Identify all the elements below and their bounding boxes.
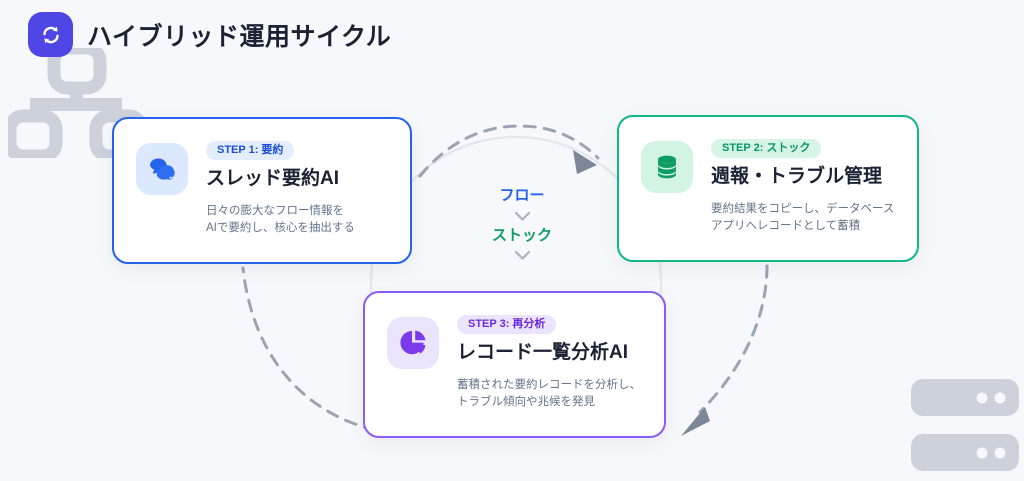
center-label-stock: ストック (491, 226, 552, 244)
page-header: ハイブリッド運用サイクル (28, 12, 391, 57)
pie-chart-icon (400, 330, 426, 355)
card-body: STEP 1: 要約 スレッド要約AI 日々の膨大なフロー情報を AIで要約し、… (206, 141, 355, 236)
card-description: 蓄積された要約レコードを分析し、 トラブル傾向や兆候を発見 (457, 378, 641, 408)
card-title: 週報・トラブル管理 (711, 166, 883, 188)
card-title: レコード一覧分析AI (457, 342, 629, 364)
arrowhead-flow-to-stock (573, 150, 597, 174)
arrow-flow-to-stock (418, 124, 600, 178)
chevron-down-icon-secondary (514, 250, 531, 261)
card-icon-tile (136, 143, 188, 195)
card-step-2-stock[interactable]: STEP 2: ストック 週報・トラブル管理 要約結果をコピーし、データベース … (617, 115, 919, 262)
card-description: 要約結果をコピーし、データベース アプリへレコードとして蓄積 (711, 202, 895, 232)
card-step-1-flow[interactable]: STEP 1: 要約 スレッド要約AI 日々の膨大なフロー情報を AIで要約し、… (112, 117, 412, 264)
card-title: スレッド要約AI (206, 168, 340, 190)
center-flow-stock-labels: フロー ストック (462, 187, 582, 265)
database-icon (658, 155, 676, 179)
header-icon-badge (28, 12, 73, 57)
arrow-analyze-to-flow (241, 266, 377, 432)
card-body: STEP 3: 再分析 レコード一覧分析AI 蓄積された要約レコードを分析し、 … (457, 315, 641, 410)
refresh-sync-icon (42, 26, 59, 43)
card-icon-tile (387, 317, 439, 369)
card-step-3-analyze[interactable]: STEP 3: 再分析 レコード一覧分析AI 蓄積された要約レコードを分析し、 … (363, 291, 666, 438)
chat-bubbles-icon (150, 158, 175, 180)
status-badge: STEP 3: 再分析 (457, 315, 557, 335)
chevron-down-icon (514, 211, 531, 222)
status-badge: STEP 1: 要約 (206, 141, 295, 161)
card-icon-tile (641, 141, 693, 193)
arrow-stock-to-analyze (698, 264, 769, 414)
status-badge: STEP 2: ストック (711, 139, 822, 159)
page-title: ハイブリッド運用サイクル (87, 22, 392, 51)
card-description: 日々の膨大なフロー情報を AIで要約し、核心を抽出する (206, 204, 355, 234)
arrowhead-stock-to-analyze (681, 407, 710, 436)
center-label-flow: フロー (499, 187, 545, 204)
card-body: STEP 2: ストック 週報・トラブル管理 要約結果をコピーし、データベース … (711, 139, 894, 234)
